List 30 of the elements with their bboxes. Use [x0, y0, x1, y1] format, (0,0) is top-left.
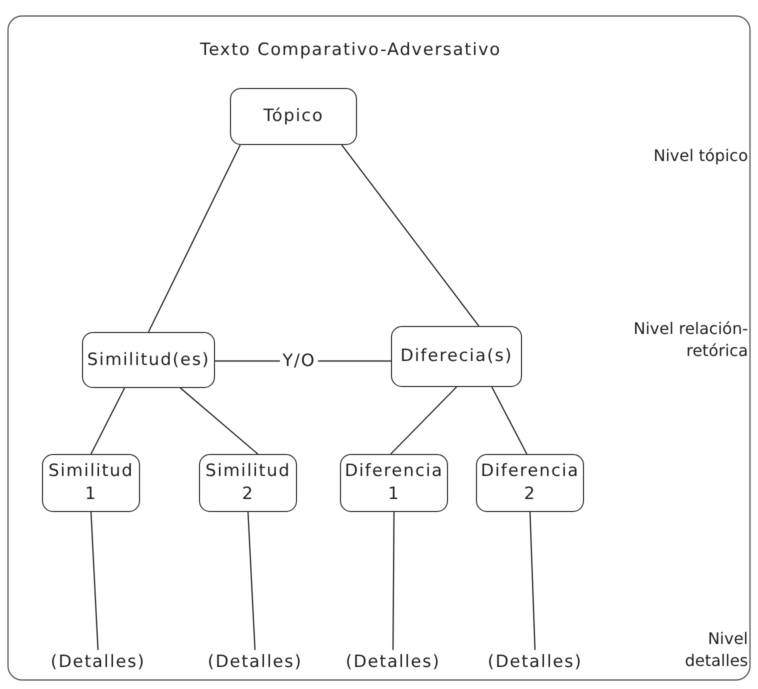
- connector-line: [318, 360, 391, 362]
- diagram-title: Texto Comparativo-Adversativo: [200, 40, 502, 60]
- rounded-box: [340, 454, 448, 512]
- node-label: Similitud 2: [204, 460, 292, 506]
- level-label: Nivel tópico: [652, 145, 748, 167]
- connector-line: [90, 512, 99, 650]
- connector-line: [491, 386, 528, 454]
- connector-line: [529, 512, 536, 650]
- node-label: Tópico: [263, 105, 324, 128]
- level-label: Nivel relación-retórica: [632, 318, 748, 362]
- connector-line: [148, 144, 241, 332]
- connector-line: [247, 512, 256, 650]
- connector-line: [180, 388, 258, 454]
- connector-line: [390, 386, 457, 454]
- node-label: Diferencia 1: [344, 460, 444, 506]
- rounded-box: [476, 454, 584, 512]
- connector-line: [341, 144, 480, 326]
- rounded-box: [42, 454, 140, 512]
- connector-line: [215, 360, 280, 362]
- rounded-box: [199, 454, 297, 512]
- connector-line: [392, 512, 395, 650]
- node-label: Similitud(es): [87, 348, 210, 372]
- rounded-box: [82, 332, 215, 388]
- connector-line: [90, 388, 126, 454]
- node-label: Similitud 1: [47, 460, 135, 506]
- rounded-box: [230, 88, 357, 145]
- node-label: Diferencia 2: [480, 460, 580, 506]
- node-label: Diferecia(s): [400, 345, 513, 368]
- rounded-box: [391, 326, 522, 387]
- level-label: Nivel detalles: [684, 628, 748, 672]
